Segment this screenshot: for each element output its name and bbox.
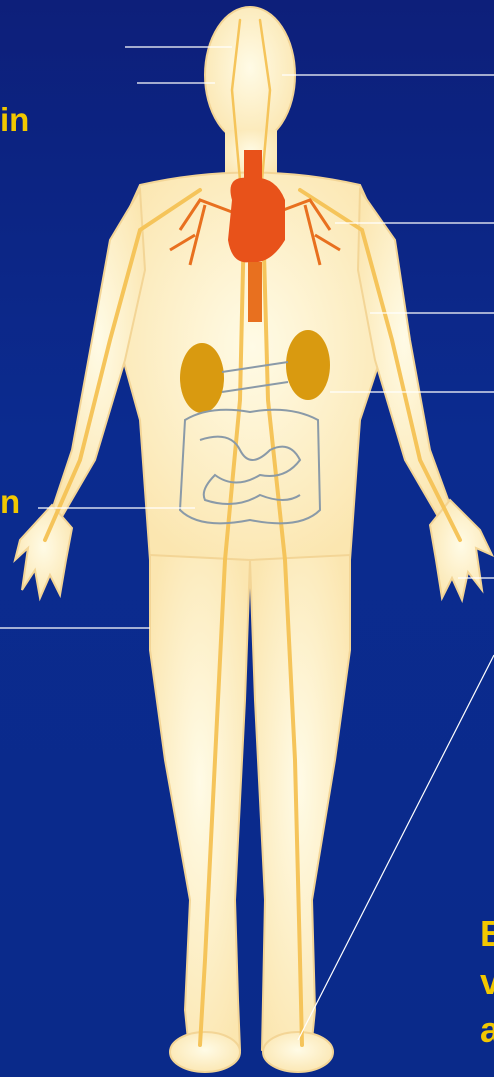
aorta [244, 150, 262, 190]
label-bottom-right-line-3: a [480, 1006, 494, 1054]
right-kidney [286, 330, 330, 400]
left-hand [15, 505, 72, 598]
head [205, 7, 295, 143]
right-hand [430, 500, 492, 600]
heart [228, 178, 285, 263]
left-kidney [180, 343, 224, 413]
right-foot [263, 1032, 333, 1072]
label-brain: in [0, 100, 29, 140]
left-foot [170, 1032, 240, 1072]
descending-vessel [248, 262, 262, 322]
left-leg [150, 555, 250, 1060]
label-left-mid: n [0, 482, 20, 522]
label-bottom-right-line-1: B [480, 910, 494, 958]
label-bottom-right-line-2: v [480, 958, 494, 1006]
label-bottom-right: B v a [480, 910, 494, 1054]
